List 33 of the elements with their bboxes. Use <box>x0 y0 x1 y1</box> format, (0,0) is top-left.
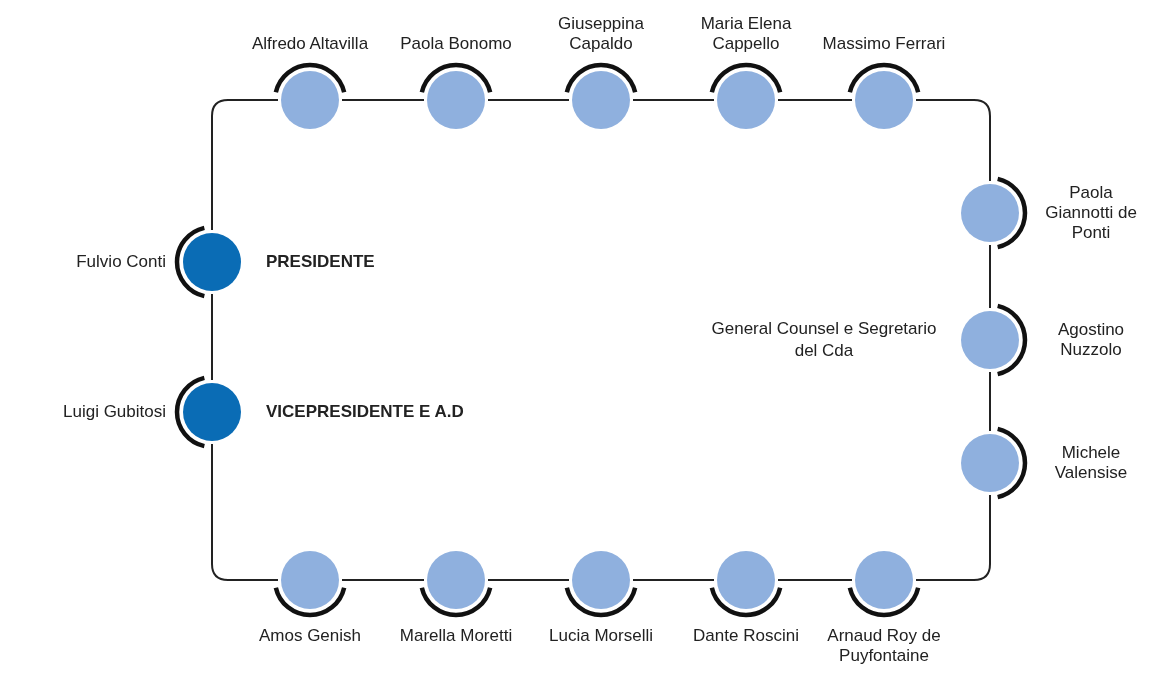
person-name: Luigi Gubitosi <box>62 402 166 422</box>
connector-line <box>487 579 570 581</box>
person-name: Alfredo Altavilla <box>250 34 370 54</box>
person-name: Dante Roscini <box>692 626 800 646</box>
role-label: General Counsel e Segretario del Cda <box>710 318 938 362</box>
connector-line <box>487 99 570 101</box>
connector-line <box>632 99 715 101</box>
role-label: PRESIDENTE <box>266 251 376 273</box>
person-name: Paola Giannotti de Ponti <box>1044 183 1138 243</box>
person-name: Maria Elena Cappello <box>699 14 793 54</box>
connector-line <box>989 371 991 432</box>
person-name: Lucia Morselli <box>548 626 654 646</box>
connector-line <box>211 99 279 231</box>
person-name: Fulvio Conti <box>75 252 166 272</box>
connector-line <box>211 443 279 581</box>
person-name: Michele Valensise <box>1053 443 1129 483</box>
person-name: Arnaud Roy de Puyfontaine <box>826 626 942 666</box>
person-name: Marella Moretti <box>398 626 514 646</box>
connector-line <box>341 579 425 581</box>
connector-line <box>777 579 853 581</box>
connector-line <box>632 579 715 581</box>
person-name: Agostino Nuzzolo <box>1056 320 1126 360</box>
person-name: Massimo Ferrari <box>821 34 947 54</box>
connector-line <box>341 99 425 101</box>
person-name: Paola Bonomo <box>399 34 513 54</box>
connector-line <box>211 293 213 381</box>
person-name: Amos Genish <box>257 626 362 646</box>
connector-line <box>915 494 991 581</box>
connector-line <box>989 244 991 309</box>
connector-line <box>915 99 991 182</box>
connector-line <box>777 99 853 101</box>
person-name: Giuseppina Capaldo <box>557 14 645 54</box>
role-label: VICEPRESIDENTE E A.D <box>266 401 465 423</box>
